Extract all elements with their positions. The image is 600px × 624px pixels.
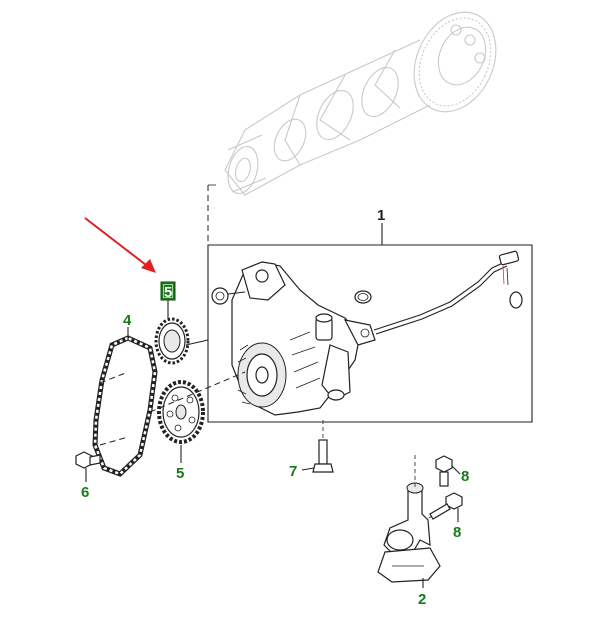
- upper-sprocket: [154, 317, 190, 365]
- bolt-6: [75, 451, 101, 469]
- bolt-7: [312, 420, 334, 473]
- callout-6: 6: [81, 484, 89, 501]
- centerline-dash-pump: [149, 371, 246, 413]
- assembly-frame: [207, 244, 533, 423]
- callout-8-bottom: 8: [453, 524, 461, 541]
- oil-pump-assembly: [211, 250, 523, 416]
- lower-sprocket: [157, 380, 205, 444]
- callout-7: 7: [289, 463, 297, 480]
- bolt-8-top: [435, 455, 453, 487]
- bolt-8-bottom: [403, 492, 463, 535]
- oil-pickup-strainer: [377, 455, 441, 583]
- callout-5-highlighted: 5: [164, 284, 172, 301]
- crankshaft-ghost: [224, 11, 497, 196]
- callout-5-highlight-box: [160, 281, 176, 301]
- callout-1: 1: [377, 207, 385, 224]
- timing-chain: [92, 335, 158, 477]
- red-pointer-arrow: [84, 217, 156, 273]
- callout-2: 2: [418, 591, 426, 608]
- callout-4: 4: [123, 312, 132, 329]
- callout-5: 5: [176, 465, 184, 482]
- callout-8-top: 8: [461, 468, 469, 485]
